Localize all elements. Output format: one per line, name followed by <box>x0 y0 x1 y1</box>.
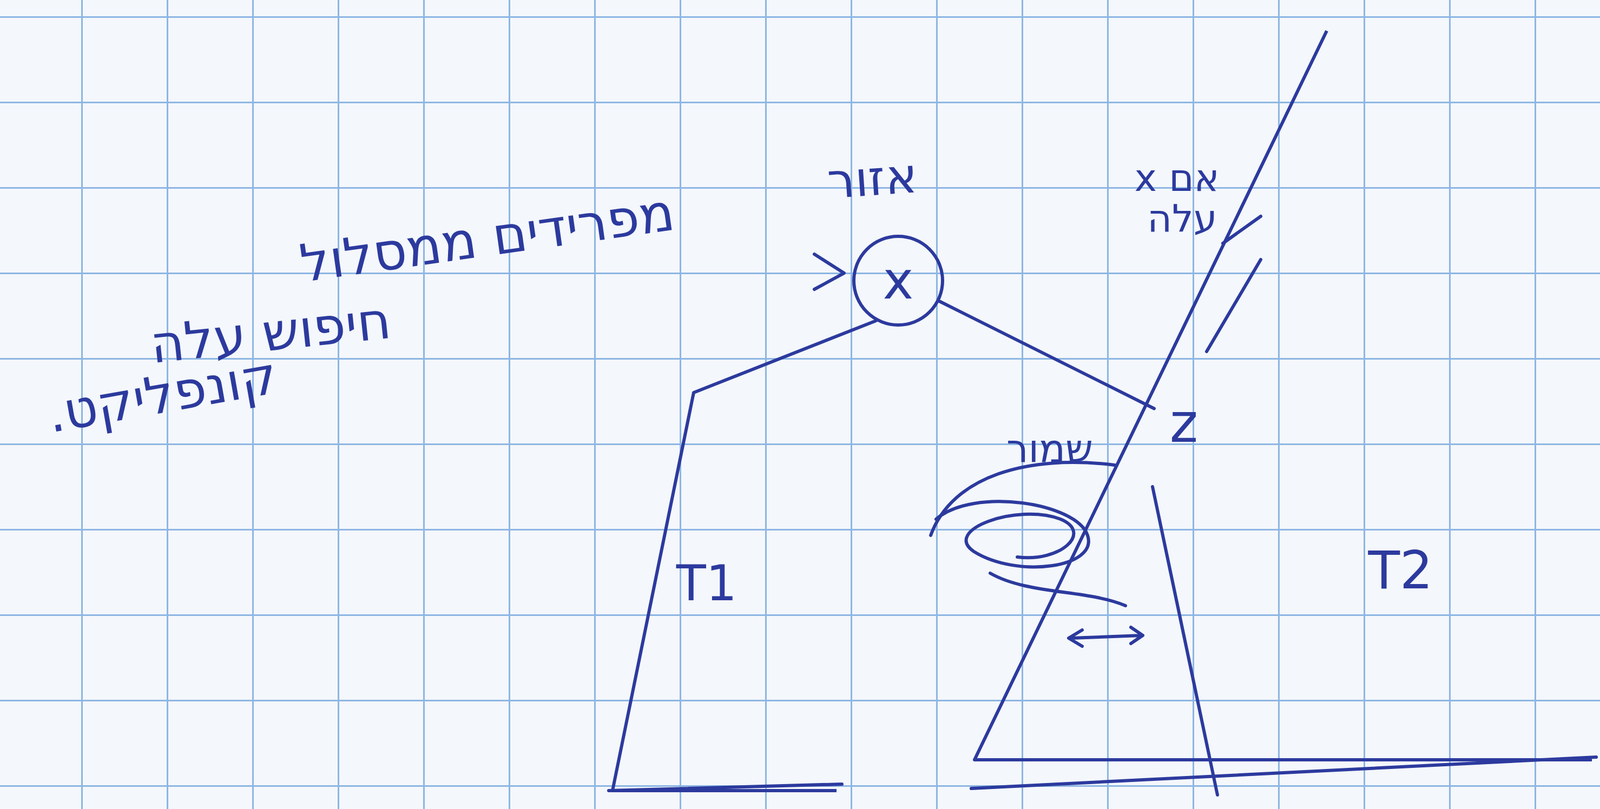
leader-line <box>1206 259 1261 352</box>
handwritten-note: מפרידים ממסלול <box>296 185 678 292</box>
double-arrow <box>1068 627 1143 647</box>
tree-node: z <box>1154 393 1214 454</box>
handwritten-note: עלה <box>1147 199 1217 240</box>
leader-arrow <box>814 254 845 290</box>
node-label: x <box>883 254 914 307</box>
leader-line <box>1222 216 1261 244</box>
handwritten-note: אם x <box>1134 158 1220 199</box>
scribble <box>936 501 1089 568</box>
z-subtree-right <box>1152 486 1218 796</box>
node-label: z <box>1169 396 1199 451</box>
tree-node-circle: x <box>852 234 945 327</box>
subtree-triangle: T1 <box>612 392 837 792</box>
triangle-outline <box>974 30 1592 761</box>
tree-edge <box>939 301 1155 409</box>
handwritten-note: שמור <box>1006 428 1093 470</box>
node-label: T1 <box>676 559 737 609</box>
node-label: T2 <box>1367 544 1433 597</box>
tree-edge <box>693 320 877 393</box>
handwritten-note: אזור <box>825 149 920 208</box>
t2-base <box>971 757 1597 789</box>
subtree-triangle: T2 <box>974 30 1592 761</box>
